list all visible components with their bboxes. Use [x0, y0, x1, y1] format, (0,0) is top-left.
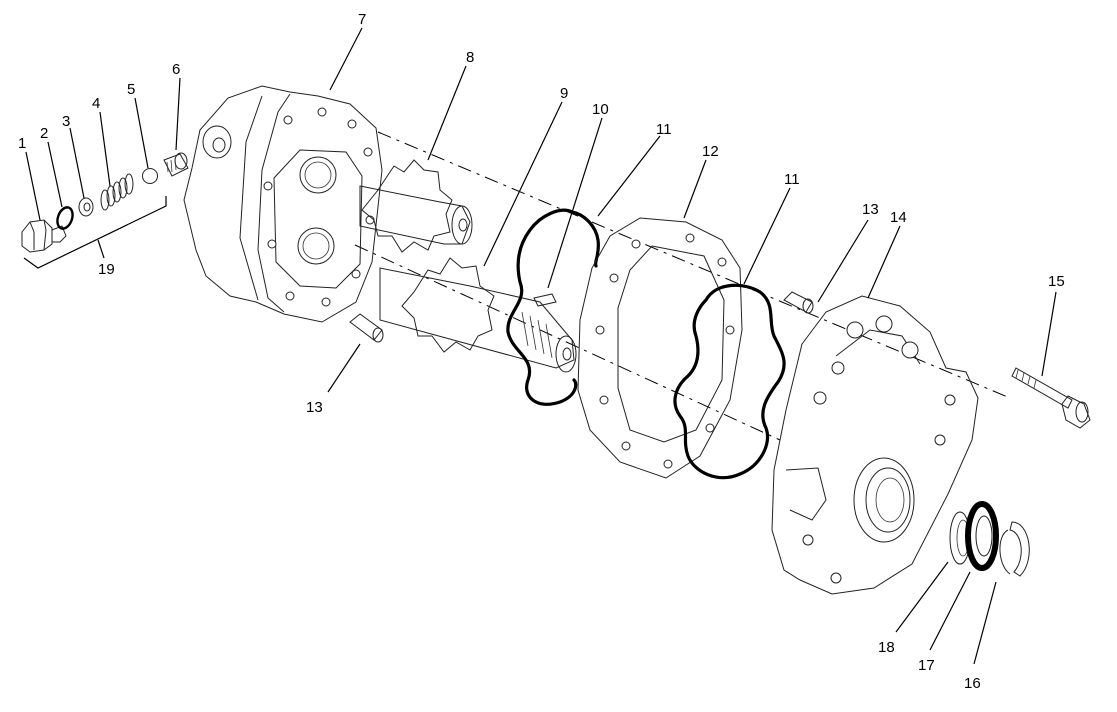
pump-housing — [183, 85, 383, 323]
retaining-ring-16 — [999, 521, 1030, 577]
pump-body-plate — [577, 217, 743, 479]
plug-part — [21, 219, 67, 253]
callout-18: 18 — [878, 639, 895, 656]
key-part — [533, 293, 557, 307]
callout-15: 15 — [1048, 273, 1065, 290]
end-cover — [771, 295, 979, 595]
callout-12: 12 — [702, 143, 719, 160]
callout-7: 7 — [358, 11, 366, 28]
callout-13-upper: 13 — [862, 201, 879, 218]
callout-16: 16 — [964, 675, 981, 692]
callout-6: 6 — [172, 61, 180, 78]
drive-gear-shaft — [379, 257, 577, 373]
driven-gear — [359, 159, 473, 253]
callout-11-front: 11 — [656, 121, 672, 138]
o-ring-small — [56, 206, 74, 230]
spring-part — [100, 173, 134, 211]
callout-19: 19 — [98, 261, 115, 278]
dowel-pin-upper — [783, 291, 814, 314]
shaft-seal-17 — [965, 501, 999, 571]
ball-part — [142, 168, 158, 184]
callout-3: 3 — [62, 113, 70, 130]
callout-17: 17 — [918, 657, 935, 674]
gasket-rear — [673, 283, 786, 480]
callout-5: 5 — [127, 81, 135, 98]
callout-11-rear: 11 — [784, 171, 800, 188]
washer-part — [78, 197, 94, 217]
callout-4: 4 — [92, 95, 100, 112]
callout-10: 10 — [592, 101, 609, 118]
valve-seat-part — [163, 152, 189, 177]
center-axis-line — [354, 131, 1011, 441]
callout-9: 9 — [560, 85, 568, 102]
gasket-front — [506, 208, 601, 406]
callout-8: 8 — [466, 49, 474, 66]
bracket-19 — [23, 196, 167, 269]
callout-1: 1 — [18, 135, 26, 152]
callout-2: 2 — [40, 125, 48, 142]
callout-14: 14 — [890, 209, 907, 226]
callout-13-lower: 13 — [306, 399, 323, 416]
leader-lines — [25, 27, 1057, 665]
dowel-pin-lower — [349, 313, 384, 343]
cap-screw — [1011, 367, 1091, 429]
